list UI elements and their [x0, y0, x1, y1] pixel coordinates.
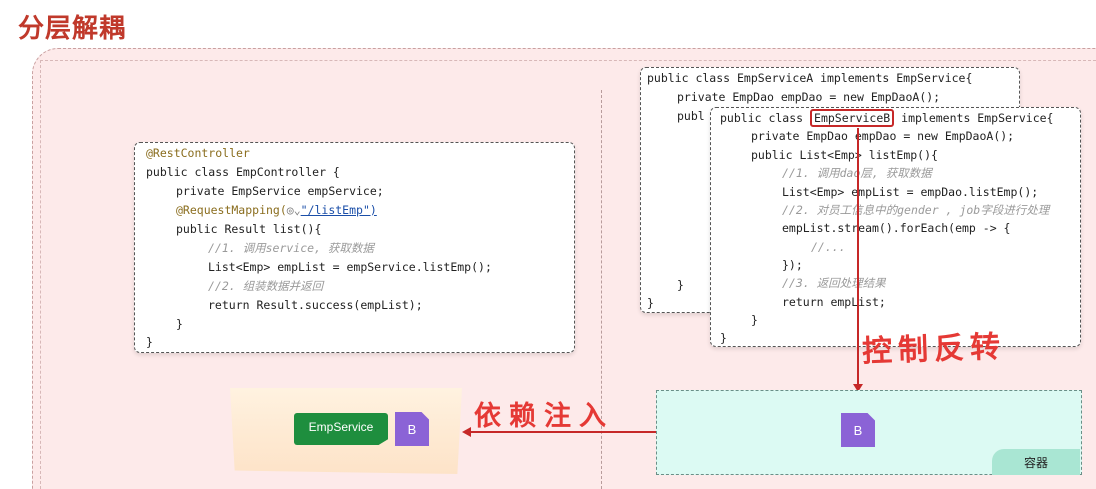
code-line: public class EmpServiceA implements EmpS…	[647, 71, 973, 85]
code-line: }	[647, 296, 654, 310]
code-line: public class EmpServiceB implements EmpS…	[720, 109, 1054, 127]
code-comment: //2. 组装数据并返回	[208, 279, 324, 293]
code-fragment: public class	[720, 111, 804, 125]
code-line: return empList;	[782, 295, 886, 309]
bean-b-label: B	[853, 422, 863, 438]
code-line: empList.stream().forEach(emp -> {	[782, 221, 1011, 235]
code-comment: //1. 调用dao层, 获取数据	[782, 166, 932, 180]
code-line: private EmpService empService;	[176, 184, 384, 198]
emp-controller-code: @RestController public class EmpControll…	[134, 142, 575, 353]
code-line: List<Emp> empList = empDao.listEmp();	[782, 185, 1039, 199]
code-comment: //1. 调用service, 获取数据	[208, 241, 374, 255]
diagram-divider	[601, 90, 602, 489]
highlighted-class-name: EmpServiceB	[810, 109, 895, 127]
code-line: private EmpDao empDao = new EmpDaoA();	[751, 129, 1015, 143]
arrow-down-icon	[853, 384, 863, 392]
di-arrow-line	[470, 431, 656, 433]
code-line: }	[176, 317, 183, 331]
code-line: }	[677, 278, 684, 292]
code-fragment: "/listEmp")	[300, 203, 377, 217]
code-line: private EmpDao empDao = new EmpDaoA();	[677, 90, 941, 104]
code-line: @RestController	[146, 146, 250, 160]
di-label: 依赖注入	[474, 401, 614, 432]
bean-b-label: B	[407, 421, 417, 437]
code-line: public List<Emp> listEmp(){	[751, 148, 938, 162]
ioc-arrow-line	[857, 128, 859, 386]
code-line: publ	[677, 109, 705, 123]
ioc-label: 控制反转	[861, 329, 1007, 370]
code-fragment: @RequestMapping(	[176, 203, 287, 217]
code-line: });	[782, 258, 803, 272]
emp-service-b-code: public class EmpServiceB implements EmpS…	[710, 107, 1081, 347]
globe-icon: ◎⌄	[286, 203, 301, 217]
code-fragment: implements EmpService{	[901, 111, 1054, 125]
code-line: public Result list(){	[176, 222, 322, 236]
code-line: }	[720, 331, 727, 345]
bean-b-document-icon: B	[841, 413, 875, 447]
code-line: }	[146, 335, 153, 349]
diagram-inner-frame	[40, 60, 1096, 489]
code-comment: //...	[811, 240, 846, 254]
code-line: public class EmpController {	[146, 165, 340, 179]
bean-b-document-icon: B	[395, 412, 429, 446]
emp-service-label: EmpService	[308, 420, 374, 434]
arrow-left-icon	[462, 427, 471, 437]
code-comment: //2. 对员工信息中的gender , job字段进行处理	[782, 203, 1050, 217]
code-line: }	[751, 313, 758, 327]
code-line: @RequestMapping(◎⌄"/listEmp")	[176, 202, 377, 218]
container-tag: 容器	[992, 449, 1080, 475]
emp-service-flag: EmpService	[294, 413, 388, 445]
code-line: List<Emp> empList = empService.listEmp()…	[208, 260, 492, 274]
code-comment: //3. 返回处理结果	[782, 276, 886, 290]
page-title: 分层解耦	[18, 14, 127, 44]
code-line: return Result.success(empList);	[208, 298, 423, 312]
